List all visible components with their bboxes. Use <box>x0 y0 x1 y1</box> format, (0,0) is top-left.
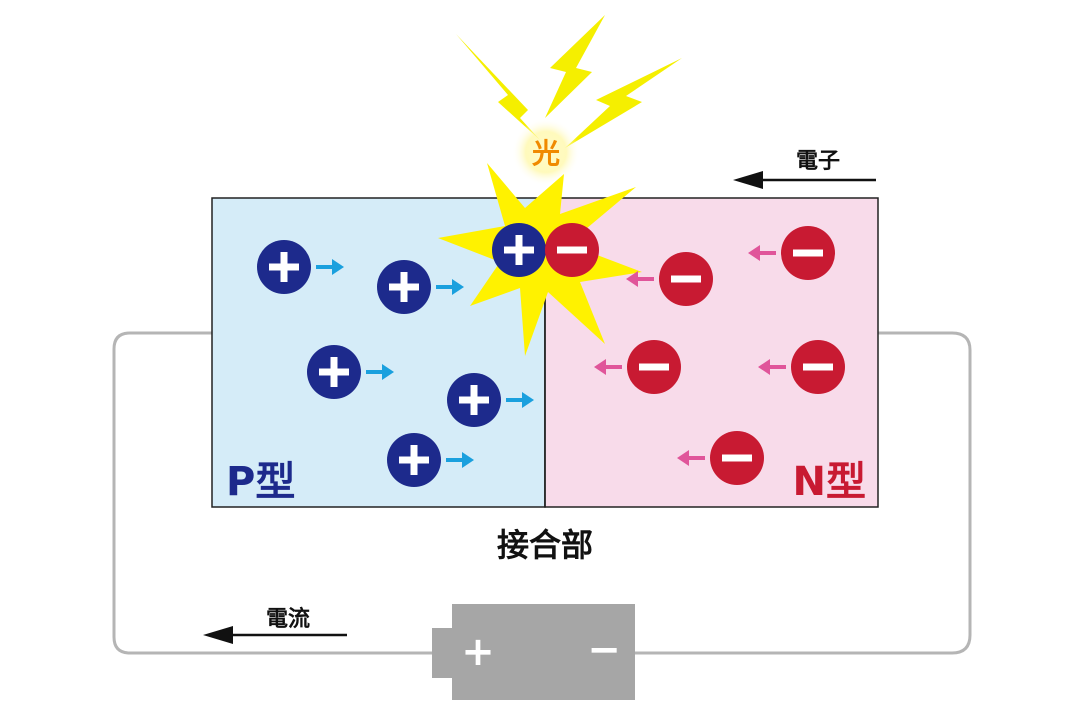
junction-label: 接合部 <box>497 526 593 564</box>
hole-plus-circle-icon <box>447 373 501 427</box>
battery-icon: + − <box>432 604 635 700</box>
electron-minus-circle-icon <box>627 340 681 394</box>
p-carriers <box>257 240 534 487</box>
hole-arrow <box>366 364 394 380</box>
electron-arrow <box>677 450 705 466</box>
hole-arrow <box>436 279 464 295</box>
hole-plus-circle-icon <box>307 345 361 399</box>
electron-minus-circle-icon <box>710 431 764 485</box>
lightning-bolt-icon <box>456 15 682 148</box>
n-carriers <box>594 226 845 485</box>
light-label: 光 <box>531 137 560 170</box>
electron-minus-circle-icon <box>781 226 835 280</box>
electron-arrow <box>748 245 776 261</box>
hole-arrow <box>316 259 344 275</box>
n-type-label: N型 <box>793 459 866 505</box>
electron-arrow <box>626 271 654 287</box>
p-type-label: P型 <box>226 459 295 505</box>
light-glow <box>512 118 580 186</box>
circuit-wire <box>112 331 972 655</box>
hole-plus-circle-icon <box>257 240 311 294</box>
current-direction-label: 電流 <box>266 606 310 632</box>
battery-minus-terminal: − <box>587 627 621 673</box>
electron-arrow <box>594 359 622 375</box>
hole-plus-circle-icon <box>377 260 431 314</box>
hole-arrow <box>506 392 534 408</box>
electron-direction-label: 電子 <box>796 149 840 174</box>
hole-plus-circle-icon <box>387 433 441 487</box>
battery-plus-terminal: + <box>461 629 495 675</box>
left-arrow-icon <box>203 626 233 644</box>
left-arrow-icon <box>733 171 763 189</box>
hole-arrow <box>446 452 474 468</box>
electron-minus-circle-icon <box>791 340 845 394</box>
electron-at-junction <box>545 223 599 277</box>
hole-at-junction <box>492 223 546 277</box>
electron-arrow <box>758 359 786 375</box>
electron-minus-circle-icon <box>659 252 713 306</box>
